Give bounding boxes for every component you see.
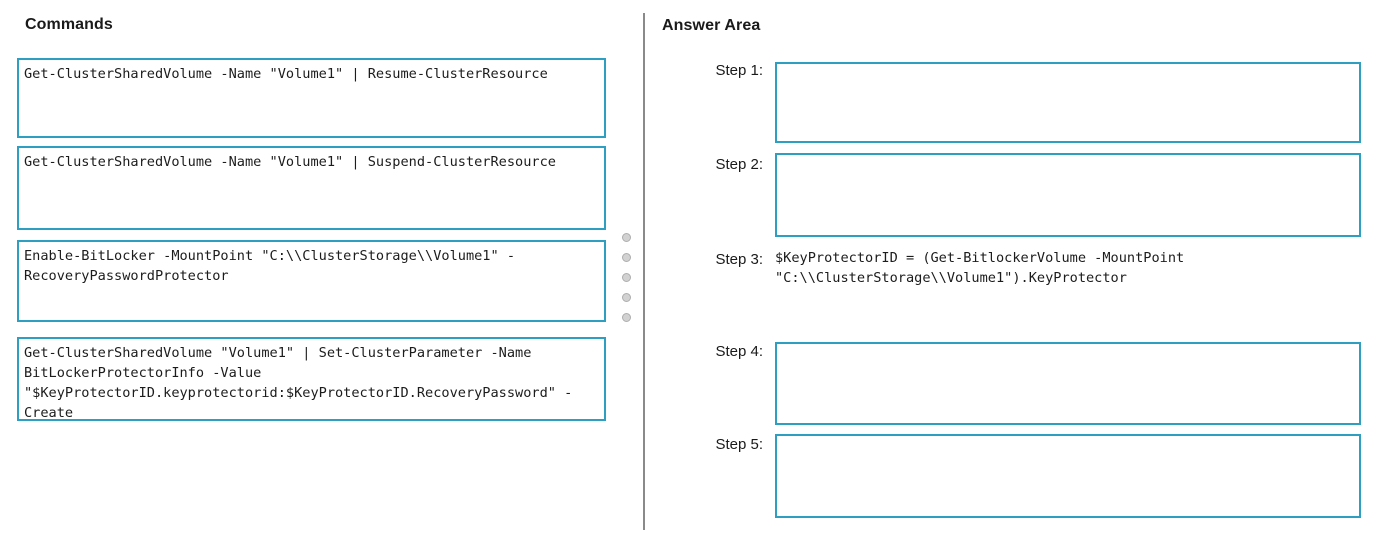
command-item-resume-clusterresource[interactable]: Get-ClusterSharedVolume -Name "Volume1" … bbox=[17, 58, 606, 138]
command-item-suspend-clusterresource[interactable]: Get-ClusterSharedVolume -Name "Volume1" … bbox=[17, 146, 606, 230]
dot-icon bbox=[622, 233, 631, 242]
commands-title: Commands bbox=[25, 16, 113, 33]
command-item-enable-bitlocker[interactable]: Enable-BitLocker -MountPoint "C:\\Cluste… bbox=[17, 240, 606, 322]
step-2-dropzone[interactable] bbox=[775, 153, 1361, 237]
command-text: Get-ClusterSharedVolume -Name "Volume1" … bbox=[24, 66, 548, 82]
dot-icon bbox=[622, 313, 631, 322]
step-3-content: $KeyProtectorID = (Get-BitlockerVolume -… bbox=[775, 250, 1185, 286]
command-text: Get-ClusterSharedVolume "Volume1" | Set-… bbox=[24, 345, 573, 421]
answer-area-title: Answer Area bbox=[662, 17, 761, 34]
step-1-dropzone[interactable] bbox=[775, 62, 1361, 143]
command-text: Get-ClusterSharedVolume -Name "Volume1" … bbox=[24, 154, 556, 170]
step-1-label: Step 1: bbox=[715, 62, 763, 79]
step-5-label: Step 5: bbox=[715, 436, 763, 453]
step-4-dropzone[interactable] bbox=[775, 342, 1361, 425]
command-item-set-clusterparameter[interactable]: Get-ClusterSharedVolume "Volume1" | Set-… bbox=[17, 337, 606, 421]
command-text: Enable-BitLocker -MountPoint "C:\\Cluste… bbox=[24, 248, 516, 284]
dot-icon bbox=[622, 293, 631, 302]
splitter-dots-icon bbox=[622, 233, 632, 323]
step-4-label: Step 4: bbox=[715, 343, 763, 360]
step-5-dropzone[interactable] bbox=[775, 434, 1361, 518]
step-3-label: Step 3: bbox=[715, 251, 763, 268]
panel-divider bbox=[643, 13, 645, 530]
step-3-placed-command[interactable]: $KeyProtectorID = (Get-BitlockerVolume -… bbox=[775, 248, 1361, 288]
dot-icon bbox=[622, 253, 631, 262]
step-2-label: Step 2: bbox=[715, 156, 763, 173]
dot-icon bbox=[622, 273, 631, 282]
